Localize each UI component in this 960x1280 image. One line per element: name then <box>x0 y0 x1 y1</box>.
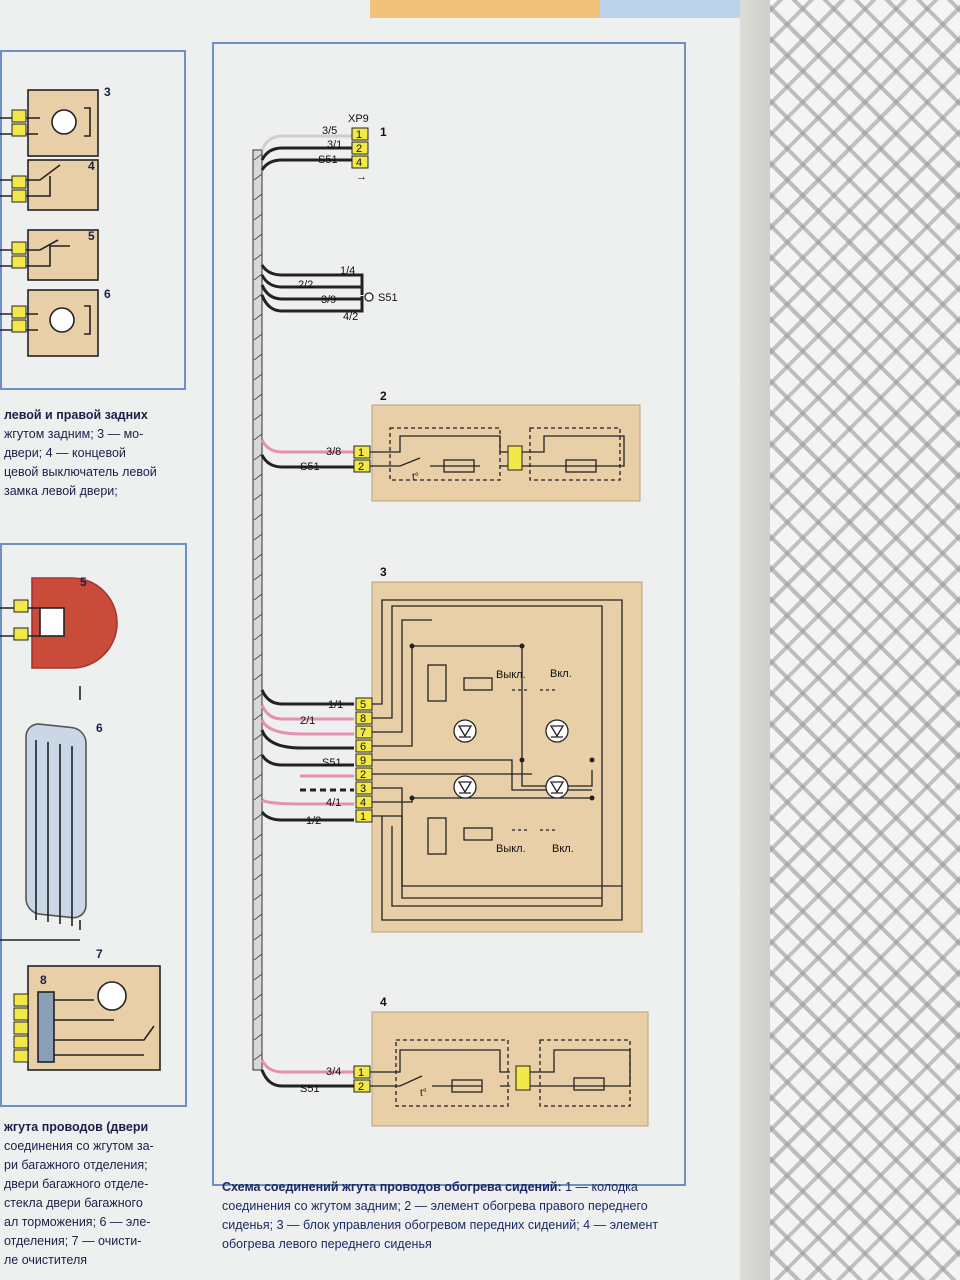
background-mat <box>770 0 960 1280</box>
block4-pin: 1 <box>358 1067 364 1079</box>
left-text-bottom-line: ал торможения; 6 — эле- <box>4 1215 151 1229</box>
left-text-bottom-line: стекла двери багажного <box>4 1196 143 1210</box>
s51-wire-label: 2/2 <box>298 279 313 291</box>
block3-pin: 5 <box>360 699 366 711</box>
left-number: 3 <box>104 85 111 99</box>
block2-wire-label: 3/8 <box>326 446 341 458</box>
s51-wire-label: 1/4 <box>340 265 355 277</box>
left-text-middle-line: двери; 4 — концевой <box>4 446 126 460</box>
block3-pin: 8 <box>360 713 366 725</box>
xp9-wire-label: 3/5 <box>322 125 337 137</box>
xp9-wire-label: 3/1 <box>327 139 342 151</box>
left-number: 4 <box>88 159 95 173</box>
left-number: 8 <box>40 973 47 987</box>
page-tab-orange <box>370 0 600 18</box>
block-number: 3 <box>380 565 387 579</box>
left-frame-bottom <box>0 543 187 1107</box>
s51-node <box>364 292 374 302</box>
block3-pin: 3 <box>360 783 366 795</box>
left-diagrams <box>0 89 161 1071</box>
xp9-wires <box>260 134 354 171</box>
block2-pin: 1 <box>358 447 364 459</box>
block3-wire-label: 1/1 <box>328 699 343 711</box>
left-number: 6 <box>104 287 111 301</box>
block3-pin: 4 <box>360 797 366 809</box>
block3-wire-label: 2/1 <box>300 715 315 727</box>
left-text-bottom-line: ле очистителя <box>4 1253 88 1267</box>
switch-on-label: Вкл. <box>552 843 574 855</box>
block2-pin: 2 <box>358 461 364 473</box>
left-number: 5 <box>88 229 95 243</box>
left-text-bottom-line: ри багажного отделения; <box>4 1158 148 1172</box>
block-2: 1 2 3/8 S51 t° 2 <box>260 389 641 502</box>
block3-pin: 7 <box>360 727 366 739</box>
block3-wire-label: 1/2 <box>306 815 321 827</box>
s51-wire-label: 3/9 <box>321 294 336 306</box>
left-text-bottom-line: двери багажного отделе- <box>4 1177 149 1191</box>
switch-on-label: Вкл. <box>550 668 572 680</box>
left-number: 7 <box>96 947 103 961</box>
left-number: 5 <box>80 575 87 589</box>
page-edge <box>740 0 770 1280</box>
left-text-middle: левой и правой задних жгутом задним; 3 —… <box>4 406 157 501</box>
switch-off-label: Выкл. <box>496 843 526 855</box>
left-text-bottom-line: отделения; 7 — очисти- <box>4 1234 142 1248</box>
s51-node-label: S51 <box>378 292 398 304</box>
diagram-caption: Схема соединений жгута проводов обогрева… <box>222 1178 702 1254</box>
left-text-middle-line: левой и правой задних <box>4 408 148 422</box>
block-number: 2 <box>380 389 387 403</box>
s51-splice-wires <box>260 264 364 313</box>
left-text-middle-line: цевой выключатель левой <box>4 465 157 479</box>
xp9-pin: 2 <box>356 143 362 155</box>
block-4: 1 2 3/4 S51 t° 4 <box>260 995 649 1127</box>
xp9-pin: 1 <box>356 129 362 141</box>
block3-pin: 9 <box>360 755 366 767</box>
thermo-label: t° <box>412 472 419 483</box>
left-number: 6 <box>96 721 103 735</box>
caption-title: Схема соединений жгута проводов обогрева… <box>222 1180 562 1194</box>
left-text-bottom-line: жгута проводов (двери <box>4 1120 149 1134</box>
block-3: 5 8 7 6 9 2 3 4 1 1/1 2/1 S51 4/1 1/2 Вы… <box>260 565 643 933</box>
block-number: 1 <box>380 125 387 139</box>
block3-pin: 2 <box>360 769 366 781</box>
block3-wire-label: S51 <box>322 757 342 769</box>
block4-wire-label: S51 <box>300 1083 320 1095</box>
block3-pin: 1 <box>360 811 366 823</box>
page-tab-blue <box>600 0 740 18</box>
switch-off-label: Выкл. <box>496 669 526 681</box>
left-frame-top <box>0 50 186 390</box>
left-numbers: 3 4 5 6 5 6 7 8 <box>40 85 111 987</box>
block4-wire-label: 3/4 <box>326 1066 341 1078</box>
left-text-bottom: жгута проводов (двери соединения со жгут… <box>4 1118 154 1270</box>
block3-wire-label: 4/1 <box>326 797 341 809</box>
block3-pin: 6 <box>360 741 366 753</box>
thermo-label: t° <box>420 1088 427 1099</box>
block2-wire-label: S51 <box>300 461 320 473</box>
xp9-connector-name: XP9 <box>348 113 369 125</box>
left-text-bottom-line: соединения со жгутом за- <box>4 1139 154 1153</box>
xp9-pin: 4 <box>356 157 362 169</box>
left-text-middle-line: замка левой двери; <box>4 484 118 498</box>
block-number: 4 <box>380 995 387 1009</box>
block4-pin: 2 <box>358 1081 364 1093</box>
s51-splice: S51 1/4 2/2 3/9 4/2 <box>298 265 398 323</box>
xp9-connector: 1 2 4 3/5 3/1 S51 XP9 1 → <box>318 113 387 183</box>
harness-trunk <box>252 149 263 1071</box>
arrow-icon: → <box>356 171 367 183</box>
xp9-wire-label: S51 <box>318 154 338 166</box>
caption-body: 1 — колодка соединения со жгутом задним;… <box>222 1180 659 1251</box>
main-diagram-frame <box>212 42 686 1186</box>
s51-wire-label: 4/2 <box>343 311 358 323</box>
left-text-middle-line: жгутом задним; 3 — мо- <box>4 427 144 441</box>
